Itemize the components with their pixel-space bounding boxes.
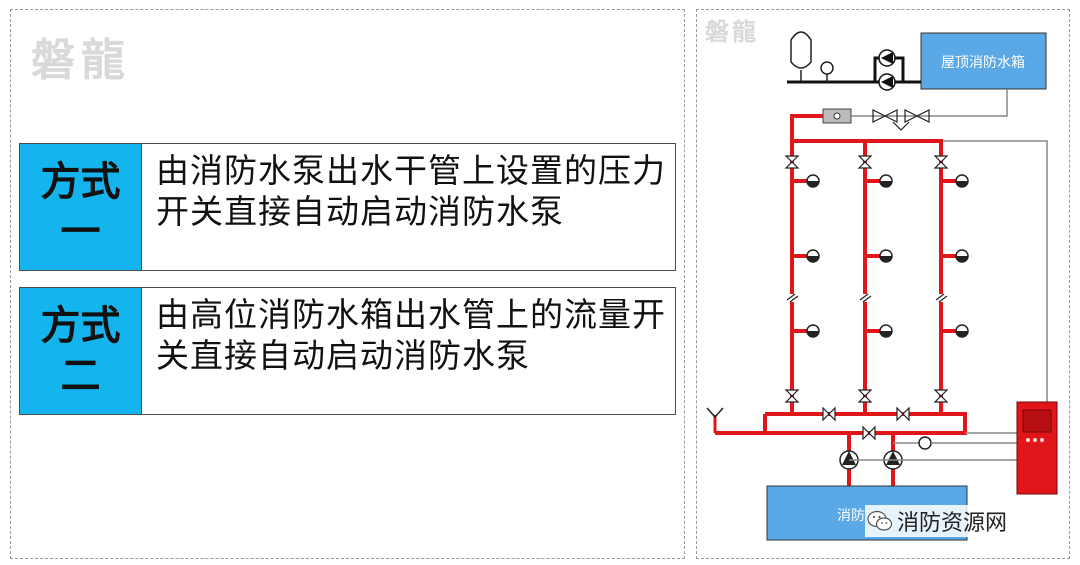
method-label-2: 方式二 bbox=[20, 288, 142, 414]
watermark-logo-small: 磐龍 bbox=[705, 17, 759, 46]
riser-3 bbox=[939, 141, 956, 414]
booster-pump-1 bbox=[878, 49, 896, 67]
method-row-2: 方式二 由高位消防水箱出水管上的流量开关直接自动启动消防水泵 bbox=[19, 287, 676, 415]
fire-hydrant bbox=[806, 174, 969, 338]
method-text-2: 由高位消防水箱出水管上的流量开关直接自动启动消防水泵 bbox=[156, 295, 666, 375]
fire-water-pool-label: 消防 bbox=[837, 508, 865, 524]
left-panel: 磐龍 方式一 由消防水泵出水干管上设置的压力开关直接自动启动消防水泵 方式二 由… bbox=[10, 9, 685, 559]
check-valve-top bbox=[872, 109, 930, 131]
gate-valve bbox=[784, 155, 949, 403]
pressure-vessel bbox=[790, 31, 812, 69]
wechat-icon bbox=[867, 510, 893, 531]
source-credit-text: 消防资源网 bbox=[897, 511, 1008, 536]
source-credit: 消防资源网 bbox=[865, 505, 1010, 537]
riser-2 bbox=[863, 141, 880, 414]
pressure-switch bbox=[918, 436, 932, 450]
method-label-1: 方式一 bbox=[20, 144, 142, 270]
watermark-logo: 磐龍 bbox=[31, 35, 131, 86]
booster-pump-2 bbox=[878, 73, 896, 91]
method-row-1: 方式一 由消防水泵出水干管上设置的压力开关直接自动启动消防水泵 bbox=[19, 143, 676, 271]
roof-tank-label: 屋顶消防水箱 bbox=[941, 55, 1025, 71]
ring-valves bbox=[822, 406, 910, 441]
roof-tank bbox=[920, 32, 1047, 90]
method-text-1: 由消防水泵出水干管上设置的压力开关直接自动启动消防水泵 bbox=[156, 151, 666, 231]
riser-1 bbox=[790, 141, 807, 414]
fire-department-connection bbox=[706, 407, 724, 419]
pressure-gauge-top bbox=[820, 61, 834, 75]
fire-pump-system-diagram: 屋顶消防水箱 bbox=[706, 31, 1058, 541]
right-panel: 磐龍 屋顶消防水箱 bbox=[696, 9, 1070, 559]
